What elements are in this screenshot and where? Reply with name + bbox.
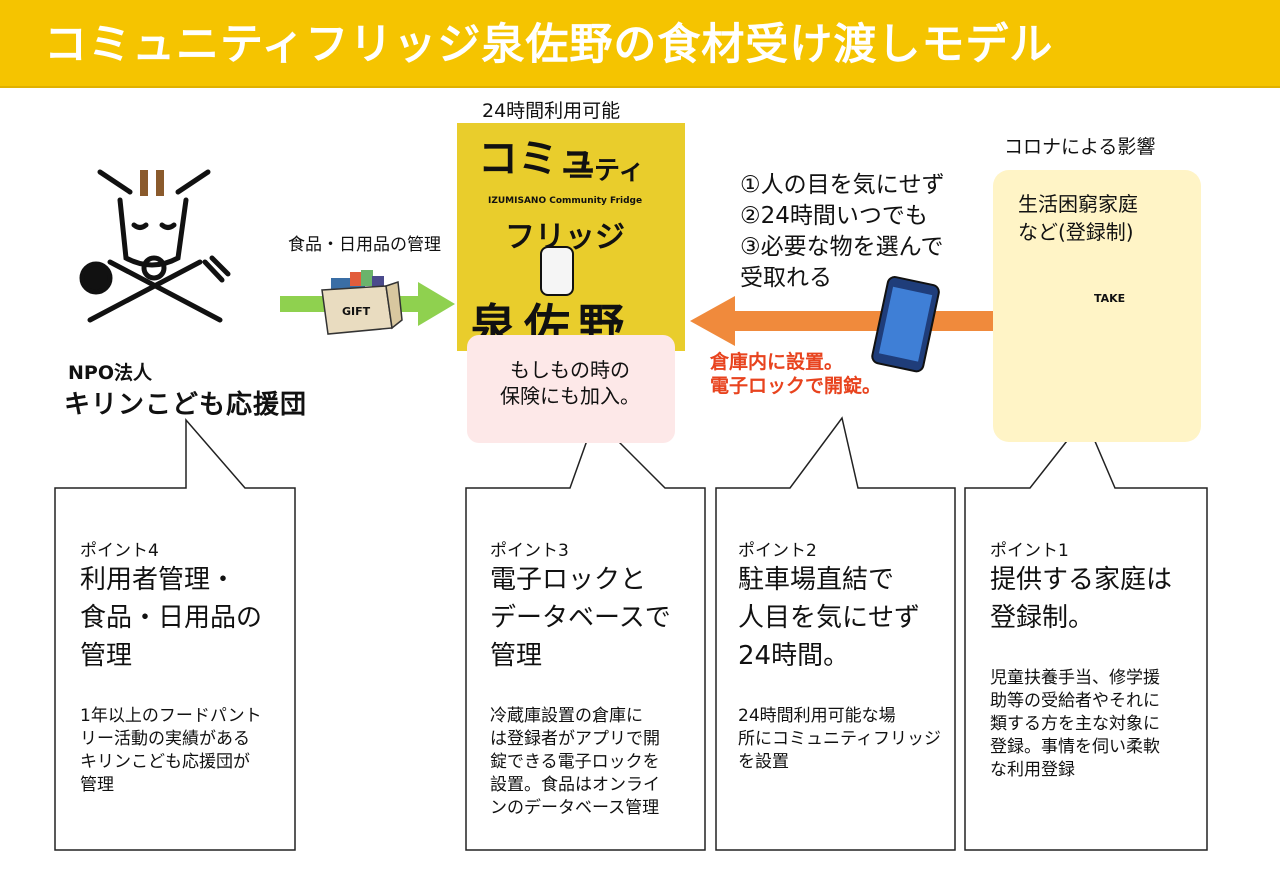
- callout-point3: [465, 416, 706, 851]
- gift-label: GIFT: [342, 305, 371, 318]
- title-bar: [0, 0, 1280, 88]
- point2-heading-line: 人目を気にせず: [738, 603, 921, 633]
- point2-content: ポイント2 駐車場直結で 人目を気にせず 24時間。 24時間利用可能な場 所に…: [738, 536, 950, 774]
- benefit-item: ③必要な物を選んで: [740, 234, 944, 260]
- point3-heading-line: データベースで: [490, 603, 671, 633]
- smartphone-icon: [871, 276, 940, 373]
- point1-body-line: 助等の受給者やそれに: [990, 691, 1160, 711]
- point3-heading: 電子ロックと データベースで 管理: [490, 561, 700, 675]
- point4-heading-line: 利用者管理・: [80, 565, 237, 595]
- npo-label: NPO法人: [68, 362, 152, 384]
- point4-label: ポイント4: [80, 541, 159, 561]
- fridge-availability: 24時間利用可能: [482, 100, 621, 122]
- households-line2: など(登録制): [1018, 220, 1134, 244]
- point4-heading-line: 食品・日用品の: [80, 603, 263, 633]
- point3-body: 冷蔵庫設置の倉庫に は登録者がアプリで開 錠できる電子ロックを 設置。食品はオン…: [490, 705, 700, 820]
- point1-content: ポイント1 提供する家庭は 登録制。 児童扶養手当、修学援 助等の受給者やそれに…: [990, 536, 1202, 782]
- point2-body-line: を設置: [738, 752, 789, 772]
- gift-box-icon: [321, 270, 403, 335]
- point4-body-line: キリンこども応援団が: [80, 752, 250, 772]
- point3-heading-line: 管理: [490, 641, 543, 671]
- benefit-item: ①人の目を気にせず: [740, 172, 945, 198]
- point1-heading-line: 登録制。: [990, 603, 1095, 633]
- point3-body-line: 冷蔵庫設置の倉庫に: [490, 706, 643, 726]
- point2-body: 24時間利用可能な場 所にコミュニティフリッジ を設置: [738, 705, 950, 774]
- benefit-item: 受取れる: [740, 265, 832, 291]
- households-line1: 生活困窮家庭: [1018, 192, 1138, 216]
- point2-heading-line: 駐車場直結で: [738, 565, 895, 595]
- left-arrow-label: 食品・日用品の管理: [288, 235, 441, 255]
- point2-heading: 駐車場直結で 人目を気にせず 24時間。: [738, 561, 950, 675]
- insurance-line2: 保険にも加入。: [500, 384, 640, 408]
- point3-body-line: 錠できる電子ロックを: [490, 752, 660, 772]
- point1-body-line: 類する方を主な対象に: [990, 714, 1160, 734]
- take-label: TAKE: [1094, 292, 1126, 305]
- logo-line1b: ニティ: [568, 156, 645, 186]
- point3-body-line: 設置。食品はオンライ: [490, 775, 660, 795]
- point4-body-line: 1年以上のフードパント: [80, 706, 262, 726]
- location-note-line: 電子ロックで開錠。: [710, 375, 882, 397]
- logo-line1: コミュ: [478, 136, 598, 182]
- point2-heading-line: 24時間。: [738, 641, 850, 671]
- point1-heading: 提供する家庭は 登録制。: [990, 561, 1202, 637]
- orange-arrow: [690, 296, 995, 346]
- callout-point1: [964, 416, 1208, 851]
- logo-sub: IZUMISANO Community Fridge: [488, 196, 643, 206]
- point3-label: ポイント3: [490, 541, 569, 561]
- point4-body-line: 管理: [80, 775, 114, 795]
- point4-heading: 利用者管理・ 食品・日用品の 管理: [80, 561, 285, 675]
- location-note-line: 倉庫内に設置。: [710, 351, 844, 373]
- households-box: [993, 170, 1201, 442]
- insurance-box: [467, 335, 675, 443]
- page-title: コミュニティフリッジ泉佐野の食材受け渡しモデル: [44, 20, 1054, 70]
- point3-content: ポイント3 電子ロックと データベースで 管理 冷蔵庫設置の倉庫に は登録者がア…: [490, 536, 700, 820]
- fridge-icon: [540, 246, 574, 296]
- callout-point4: [54, 417, 296, 851]
- location-note: 倉庫内に設置。 電子ロックで開錠。: [710, 350, 881, 398]
- corona-label: コロナによる影響: [1004, 136, 1156, 158]
- benefit-item: ②24時間いつでも: [740, 203, 928, 229]
- npo-name: キリンこども応援団: [64, 390, 308, 420]
- point1-body-line: な利用登録: [990, 760, 1075, 780]
- benefits-list: ①人の目を気にせず ②24時間いつでも ③必要な物を選んで 受取れる: [740, 170, 945, 294]
- point4-body-line: リー活動の実績がある: [80, 729, 250, 749]
- point1-body: 児童扶養手当、修学援 助等の受給者やそれに 類する方を主な対象に 登録。事情を伺…: [990, 667, 1202, 782]
- point2-body-line: 24時間利用可能な場: [738, 706, 896, 726]
- point2-body-line: 所にコミュニティフリッジ: [738, 729, 941, 749]
- callout-point2: [715, 416, 956, 851]
- point3-body-line: ンのデータベース管理: [490, 798, 660, 818]
- point1-heading-line: 提供する家庭は: [990, 565, 1173, 595]
- point4-heading-line: 管理: [80, 641, 133, 671]
- point2-label: ポイント2: [738, 541, 817, 561]
- point3-heading-line: 電子ロックと: [490, 565, 647, 595]
- point4-body: 1年以上のフードパント リー活動の実績がある キリンこども応援団が 管理: [80, 705, 285, 797]
- insurance-line1: もしもの時の: [510, 358, 630, 382]
- point1-body-line: 児童扶養手当、修学援: [990, 668, 1160, 688]
- point1-body-line: 登録。事情を伺い柔軟: [990, 737, 1160, 757]
- point4-content: ポイント4 利用者管理・ 食品・日用品の 管理 1年以上のフードパント リー活動…: [80, 536, 285, 797]
- point1-label: ポイント1: [990, 541, 1069, 561]
- giraffe-mascot-icon: [79, 169, 231, 323]
- insurance-text: もしもの時の 保険にも加入。: [500, 357, 640, 409]
- community-fridge-logo: [457, 123, 685, 351]
- households-text: 生活困窮家庭 など(登録制): [1018, 190, 1138, 246]
- point3-body-line: は登録者がアプリで開: [490, 729, 660, 749]
